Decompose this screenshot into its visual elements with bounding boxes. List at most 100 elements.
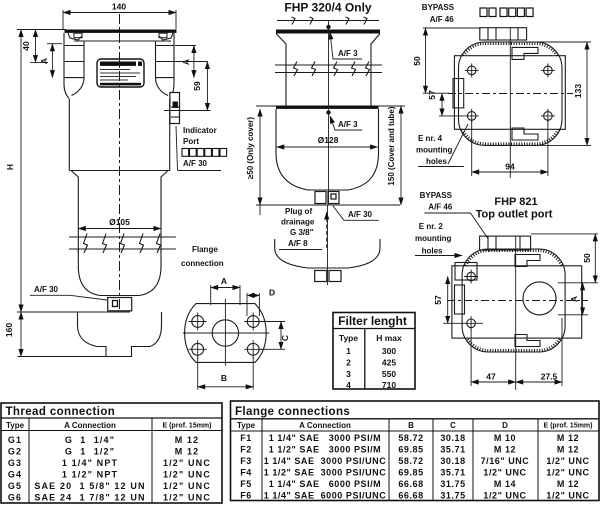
svg-text:G 1 1/4": G 1 1/4" xyxy=(65,435,115,445)
svg-text:94: 94 xyxy=(505,162,515,172)
svg-text:SAE 20 1 5/8" 12 UN: SAE 20 1 5/8" 12 UN xyxy=(34,481,145,491)
svg-text:66.68: 66.68 xyxy=(398,491,423,501)
svg-text:D: D xyxy=(502,421,508,430)
svg-text:Top outlet port: Top outlet port xyxy=(476,209,553,221)
svg-text:3: 3 xyxy=(346,369,351,379)
svg-text:E (prof. 15mm): E (prof. 15mm) xyxy=(162,423,211,430)
svg-text:F2: F2 xyxy=(240,445,252,455)
svg-text:Ø105: Ø105 xyxy=(109,217,130,227)
svg-text:E (prof. 15mm): E (prof. 15mm) xyxy=(543,423,592,430)
svg-text:69.85: 69.85 xyxy=(398,468,423,478)
svg-text:G4: G4 xyxy=(8,470,22,480)
svg-text:1 1/2" SAE 3000 PSI/M: 1 1/2" SAE 3000 PSI/M xyxy=(269,445,381,455)
svg-text:30.18: 30.18 xyxy=(440,456,465,466)
svg-text:G 3/8": G 3/8" xyxy=(290,228,314,237)
svg-text:50: 50 xyxy=(412,56,422,66)
svg-text:SAE 24 1 7/8" 12 UN: SAE 24 1 7/8" 12 UN xyxy=(34,493,145,503)
svg-text:Filter lenght: Filter lenght xyxy=(338,314,407,328)
svg-text:2: 2 xyxy=(346,358,351,368)
svg-text:B: B xyxy=(221,373,227,383)
svg-text:FHP 320/4 Only: FHP 320/4 Only xyxy=(284,1,371,15)
svg-text:A/F 3: A/F 3 xyxy=(338,120,358,129)
svg-text:Indicator: Indicator xyxy=(183,126,217,135)
svg-text:BYPASS: BYPASS xyxy=(420,191,453,200)
svg-text:G 1 1/2": G 1 1/2" xyxy=(65,447,115,457)
svg-text:A/F 46: A/F 46 xyxy=(428,203,453,212)
svg-text:G5: G5 xyxy=(8,481,22,491)
svg-text:A/F 3: A/F 3 xyxy=(338,49,358,58)
svg-text:holes: holes xyxy=(426,157,447,166)
svg-text:F6: F6 xyxy=(240,491,252,501)
svg-text:A Connection: A Connection xyxy=(299,421,351,430)
svg-text:A: A xyxy=(181,59,191,65)
svg-text:47: 47 xyxy=(486,372,496,382)
svg-text:1 1/4" SAE 3000 PSI/UNC: 1 1/4" SAE 3000 PSI/UNC xyxy=(264,456,387,466)
svg-text:holes: holes xyxy=(422,247,443,256)
svg-text:1 1/4" SAE 3000 PSI/M: 1 1/4" SAE 3000 PSI/M xyxy=(269,433,381,443)
svg-text:1 1/4" NPT: 1 1/4" NPT xyxy=(62,458,118,468)
svg-text:Type: Type xyxy=(237,421,256,430)
svg-text:1/2" UNC: 1/2" UNC xyxy=(163,493,211,503)
svg-text:M 12: M 12 xyxy=(494,445,516,455)
svg-text:1/2" UNC: 1/2" UNC xyxy=(163,481,211,491)
svg-text:E nr. 4: E nr. 4 xyxy=(418,134,443,143)
svg-text:F4: F4 xyxy=(240,468,252,478)
svg-text:1/2" UNC: 1/2" UNC xyxy=(163,470,211,480)
svg-text:M 12: M 12 xyxy=(557,479,579,489)
svg-text:F5: F5 xyxy=(240,479,252,489)
svg-text:mounting: mounting xyxy=(416,146,453,155)
svg-text:710: 710 xyxy=(382,380,396,390)
svg-text:C: C xyxy=(450,421,456,430)
svg-text:Type: Type xyxy=(6,421,25,430)
svg-text:1/2" UNC: 1/2" UNC xyxy=(163,458,211,468)
svg-text:1/2" UNC: 1/2" UNC xyxy=(546,468,589,478)
svg-text:A: A xyxy=(569,296,579,302)
svg-text:57: 57 xyxy=(427,90,437,100)
svg-text:140: 140 xyxy=(112,2,126,12)
svg-text:69.85: 69.85 xyxy=(398,445,423,455)
svg-text:1/2" UNC: 1/2" UNC xyxy=(546,456,589,466)
svg-text:C: C xyxy=(280,335,290,341)
svg-text:M 12: M 12 xyxy=(557,445,579,455)
svg-text:connection: connection xyxy=(181,259,224,268)
svg-text:1/2" UNC: 1/2" UNC xyxy=(546,491,589,501)
svg-text:40: 40 xyxy=(21,41,31,51)
svg-text:Port: Port xyxy=(183,137,199,146)
svg-text:1 1/4" SAE 6000 PSI/M: 1 1/4" SAE 6000 PSI/M xyxy=(269,479,381,489)
svg-text:M 12: M 12 xyxy=(175,447,200,457)
svg-text:30.18: 30.18 xyxy=(440,433,465,443)
svg-text:G3: G3 xyxy=(8,458,22,468)
svg-text:Flange: Flange xyxy=(192,245,218,254)
svg-text:Type: Type xyxy=(339,333,358,343)
svg-text:BYPASS: BYPASS xyxy=(422,3,455,12)
svg-text:300: 300 xyxy=(382,346,396,356)
svg-text:133: 133 xyxy=(573,84,583,98)
svg-text:27.5: 27.5 xyxy=(541,372,558,382)
svg-text:D: D xyxy=(269,288,275,298)
svg-text:A/F 30: A/F 30 xyxy=(183,159,208,168)
svg-text:F3: F3 xyxy=(240,456,252,466)
svg-text:G1: G1 xyxy=(8,435,22,445)
svg-text:A: A xyxy=(221,276,227,286)
svg-text:E nr. 2: E nr. 2 xyxy=(419,222,444,231)
svg-text:160: 160 xyxy=(4,323,14,337)
svg-text:H: H xyxy=(5,164,15,170)
svg-text:35.71: 35.71 xyxy=(440,445,465,455)
svg-text:Thread connection: Thread connection xyxy=(6,406,116,418)
svg-text:1: 1 xyxy=(346,346,351,356)
svg-text:59: 59 xyxy=(192,81,202,91)
svg-text:M 14: M 14 xyxy=(494,479,516,489)
svg-text:58.72: 58.72 xyxy=(398,433,423,443)
svg-text:drainage: drainage xyxy=(281,218,315,227)
svg-text:A/F 30: A/F 30 xyxy=(34,285,59,294)
svg-text:7/16" UNC: 7/16" UNC xyxy=(481,456,530,466)
svg-text:35.71: 35.71 xyxy=(440,468,465,478)
svg-text:1 1/4" SAE 6000 PSI/UNC: 1 1/4" SAE 6000 PSI/UNC xyxy=(264,491,387,501)
svg-text:58.72: 58.72 xyxy=(398,456,423,466)
svg-text:31.75: 31.75 xyxy=(440,491,465,501)
svg-text:4: 4 xyxy=(346,380,351,390)
svg-text:57: 57 xyxy=(433,295,443,305)
svg-text:G2: G2 xyxy=(8,447,22,457)
svg-text:150 (Cover and tube): 150 (Cover and tube) xyxy=(387,106,396,185)
svg-text:A/F 30: A/F 30 xyxy=(348,210,373,219)
